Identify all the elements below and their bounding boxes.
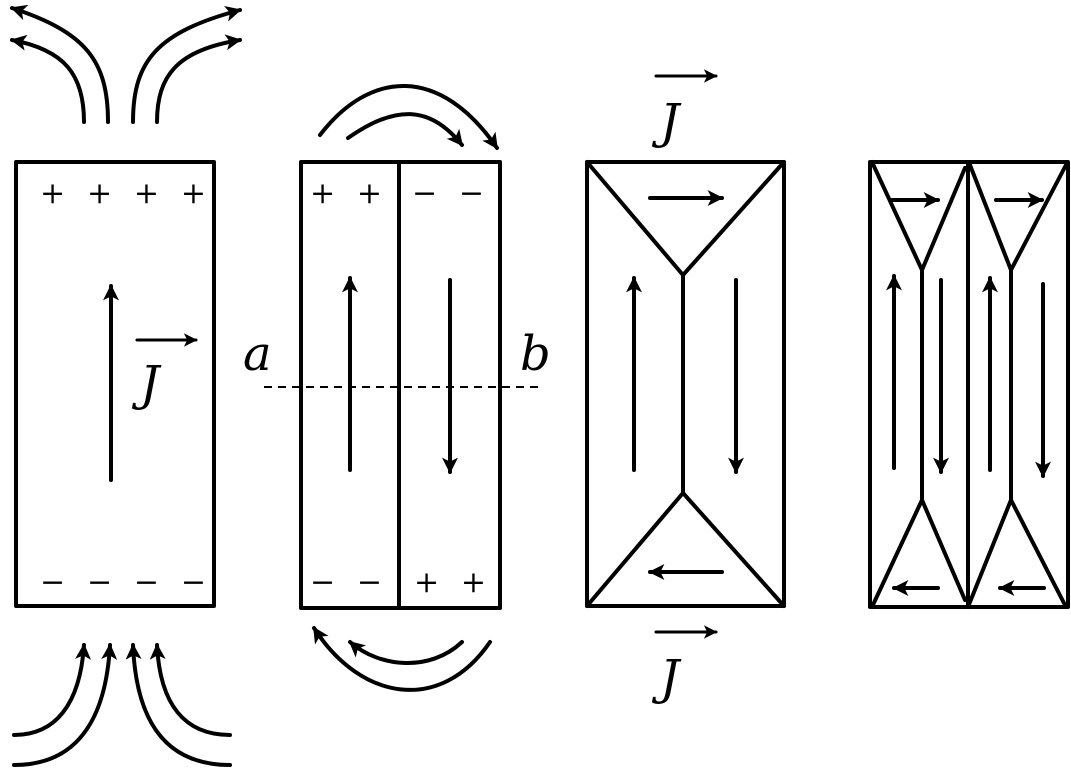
stray-field-lines-bottom bbox=[312, 626, 492, 692]
panel-two-domains: + + − − − − + + a b bbox=[243, 84, 551, 692]
vector-j-label: J bbox=[131, 333, 198, 412]
crystal-rectangle bbox=[14, 160, 216, 608]
crystal-rectangle bbox=[585, 160, 786, 608]
top-left-charges: + + bbox=[310, 176, 382, 211]
point-a-label: a bbox=[243, 326, 272, 382]
bottom-left-charges: − − bbox=[310, 565, 382, 600]
panel-closure-domains: J J bbox=[585, 69, 786, 706]
domain-walls bbox=[585, 160, 786, 608]
point-b-label: b bbox=[520, 326, 551, 382]
bottom-vector-j-label: J bbox=[651, 625, 718, 706]
stray-field-lines-top bbox=[318, 84, 499, 150]
top-charge-row: + + + + bbox=[40, 176, 206, 211]
j-symbol: J bbox=[651, 94, 682, 150]
stray-field-lines-top bbox=[10, 4, 242, 124]
bottom-charge-row: − − − − bbox=[40, 565, 206, 600]
top-right-charges: − − bbox=[412, 176, 484, 211]
domain-walls bbox=[870, 160, 1068, 609]
j-symbol: J bbox=[131, 356, 162, 412]
stray-field-lines-bottom bbox=[12, 643, 232, 767]
panel-single-domain: + + + + − − − − J bbox=[10, 4, 242, 767]
j-symbol: J bbox=[651, 650, 682, 706]
top-vector-j-label: J bbox=[651, 69, 718, 150]
panel-multi-closure-domains bbox=[868, 160, 1070, 609]
bottom-right-charges: + + bbox=[414, 565, 486, 600]
